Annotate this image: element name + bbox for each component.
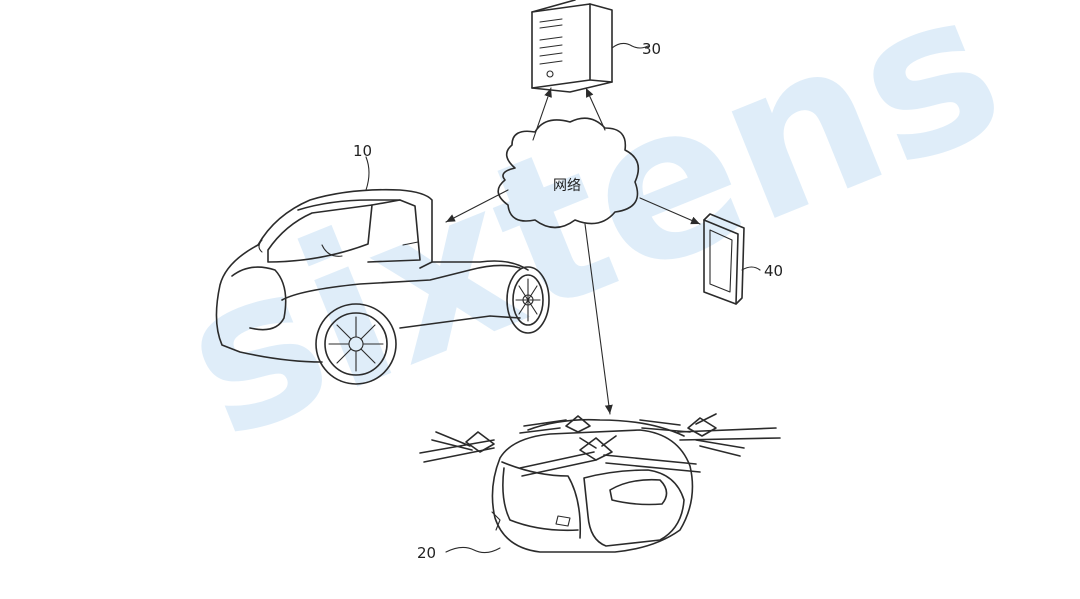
car-icon	[215, 188, 550, 385]
leader-30	[611, 42, 649, 49]
arrow-to-drone	[584, 223, 613, 415]
watermark: sixtens	[152, 0, 1032, 486]
leader-20	[445, 546, 501, 554]
arrow-to-car	[445, 189, 509, 223]
label-20: 20	[417, 544, 436, 562]
label-40: 40	[764, 262, 783, 280]
tablet-icon	[703, 213, 745, 305]
label-30: 30	[642, 40, 661, 58]
arrow-to-server-right	[585, 87, 606, 131]
drone-icon	[419, 413, 781, 553]
network-cloud	[497, 117, 640, 229]
leader-40	[741, 266, 761, 271]
label-10: 10	[353, 142, 372, 160]
network-label: 网络	[553, 178, 581, 194]
leader-10	[365, 156, 370, 191]
arrow-to-server-left	[532, 87, 552, 141]
arrow-to-tablet	[639, 197, 701, 225]
